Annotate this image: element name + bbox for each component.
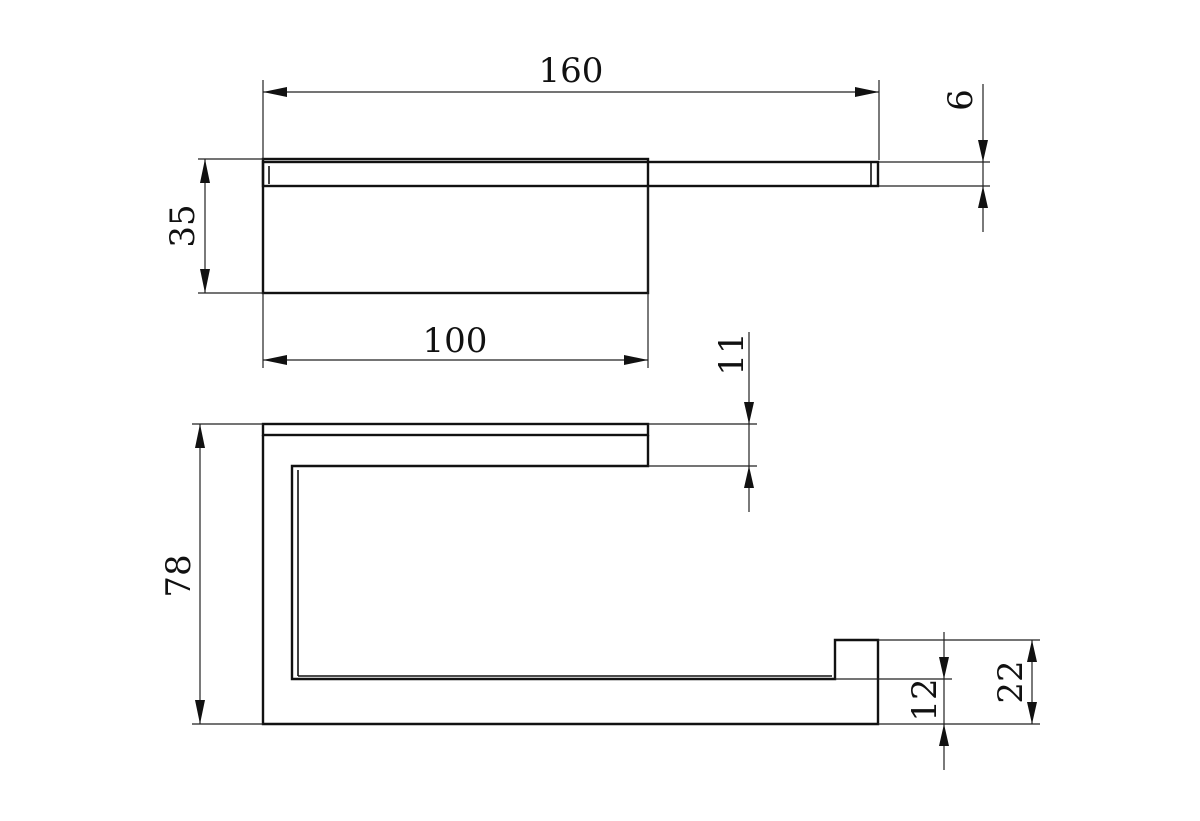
arrow-up <box>744 466 754 488</box>
dim-label-total-height: 78 <box>159 554 199 597</box>
dim-body-length: 100 <box>262 186 649 368</box>
dim-label-hook-inner-height: 12 <box>905 678 945 721</box>
dim-label-body-height: 35 <box>163 204 203 247</box>
dim-hook-total-height: 22 <box>878 639 1040 725</box>
dim-plate-thickness: 6 <box>879 84 990 232</box>
arrow-right <box>624 355 648 365</box>
arrow-up <box>1027 640 1037 662</box>
dim-label-hook-total-height: 22 <box>991 660 1031 703</box>
dim-overall-length: 160 <box>262 51 880 160</box>
top-view-plate <box>261 160 880 188</box>
arrow-down <box>744 402 754 424</box>
front-view <box>261 422 880 726</box>
dim-label-plate-thickness: 6 <box>941 89 981 111</box>
arrow-up <box>200 159 210 183</box>
arrow-right <box>855 87 879 97</box>
dim-label-top-bar-thickness: 11 <box>712 332 752 375</box>
arrow-up <box>978 186 988 208</box>
arrow-down <box>200 269 210 293</box>
arrow-down <box>978 140 988 162</box>
dim-top-bar-thickness: 11 <box>648 332 757 512</box>
arrow-down <box>1027 702 1037 724</box>
arrow-down <box>195 700 205 724</box>
top-view <box>261 157 880 295</box>
arrow-up <box>195 424 205 448</box>
dim-label-overall-length: 160 <box>539 51 604 91</box>
front-view-plate <box>261 422 650 437</box>
dim-body-height: 35 <box>163 158 263 294</box>
arrow-left <box>263 87 287 97</box>
top-view-body <box>261 157 650 295</box>
arrow-left <box>263 355 287 365</box>
arrow-down <box>939 657 949 679</box>
dim-label-body-length: 100 <box>423 321 488 361</box>
dim-total-height: 78 <box>159 423 263 725</box>
dim-hook-inner-height: 12 <box>835 632 952 770</box>
arrow-up <box>939 724 949 746</box>
front-view-bracket <box>261 435 880 726</box>
